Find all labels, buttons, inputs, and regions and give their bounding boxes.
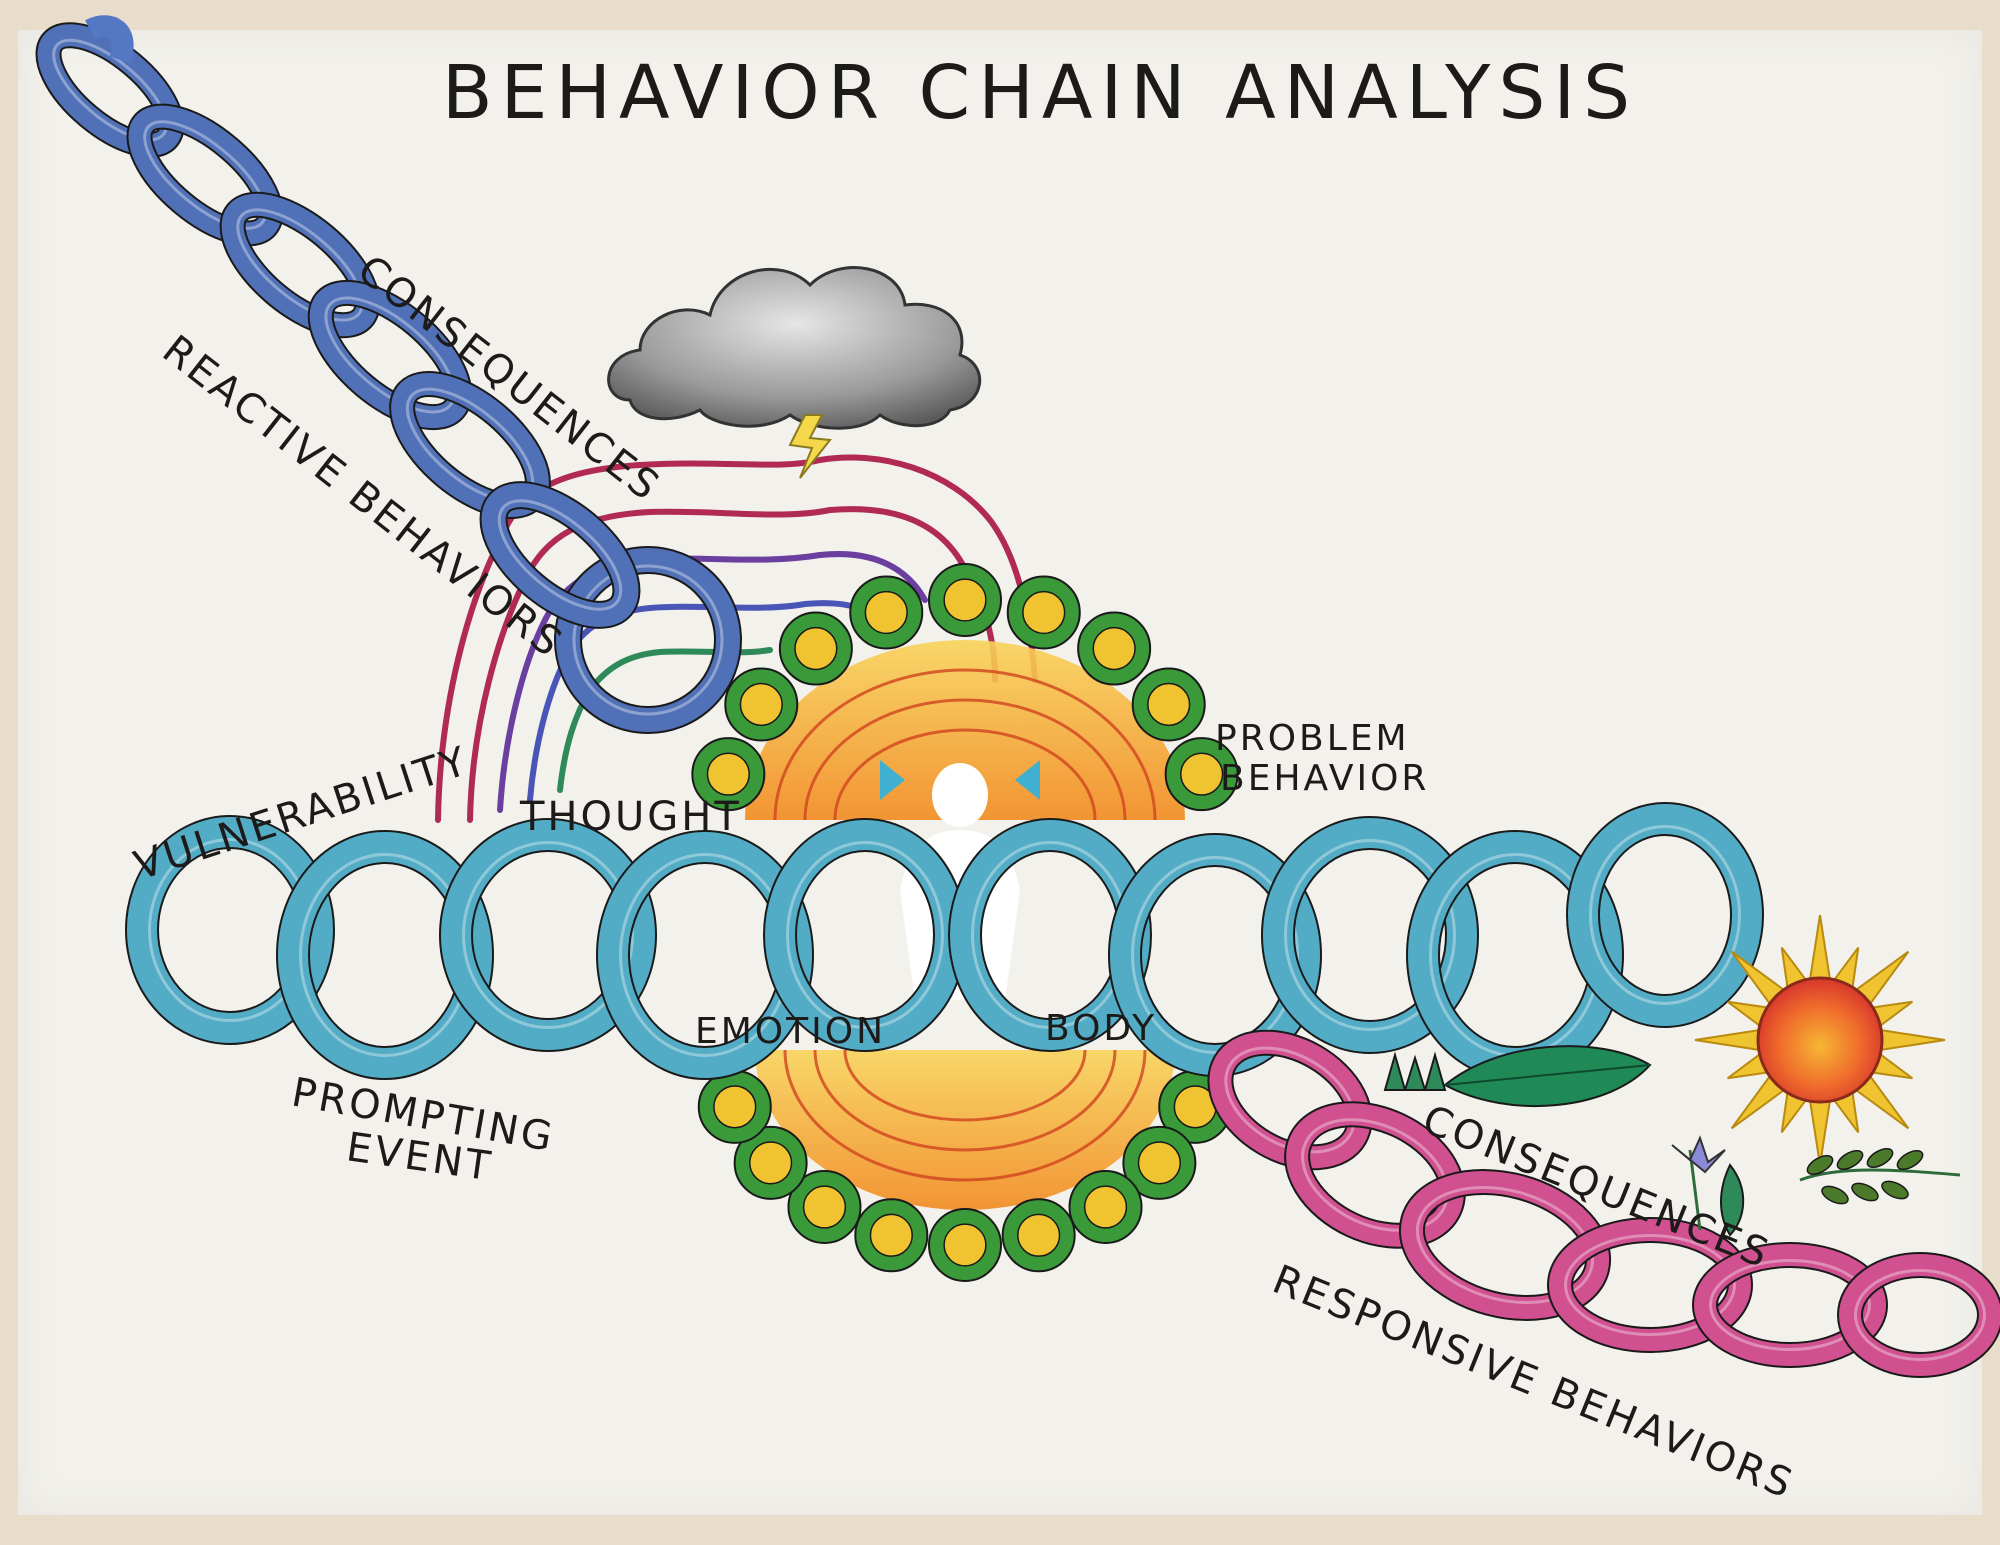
bead: [724, 667, 799, 742]
label-thought: THOUGHT: [519, 794, 742, 840]
chain-link: [1207, 1029, 1373, 1171]
bead: [1131, 667, 1206, 742]
lightning-bolt-icon: [788, 414, 832, 479]
storm-cloud-icon: [607, 266, 982, 430]
emotion-burst-top: [745, 640, 1185, 821]
label-body: BODY: [1045, 1008, 1157, 1049]
sprout-icon: [1383, 1051, 1447, 1091]
chain-link: [219, 191, 381, 339]
chain-link: [479, 481, 641, 629]
bead: [854, 1198, 929, 1273]
bead: [928, 563, 1002, 637]
label-emotion: EMOTION: [695, 1011, 886, 1052]
chain-link: [1566, 802, 1764, 1028]
chain-link: [307, 279, 473, 431]
chain-link: [126, 103, 284, 247]
bead: [1068, 1170, 1143, 1245]
sun-icon: [1694, 914, 1946, 1166]
bead: [778, 611, 853, 686]
reactive-behaviors-chain: [35, 15, 742, 734]
chain-link: [1837, 1252, 2000, 1378]
bead: [1006, 575, 1081, 650]
bead: [733, 1125, 808, 1200]
bead: [1077, 611, 1152, 686]
chain-link: [1284, 1101, 1466, 1249]
bead: [1001, 1198, 1076, 1273]
label-problem-line1: PROBLEM: [1215, 718, 1410, 759]
chain-link: [1261, 816, 1479, 1054]
page-title: BEHAVIOR CHAIN ANALYSIS: [442, 50, 1638, 136]
chain-link: [35, 22, 185, 158]
chain-link: [1547, 1217, 1753, 1353]
flower-icon: [1671, 1135, 1961, 1237]
emotion-burst-bottom: [755, 1049, 1175, 1210]
chain-link: [1398, 1169, 1612, 1321]
bead: [697, 1069, 772, 1144]
responsive-behaviors-chain: [1207, 1029, 2000, 1378]
bead: [849, 575, 924, 650]
bead: [787, 1170, 862, 1245]
bead: [1164, 737, 1239, 812]
bead: [1122, 1125, 1197, 1200]
bead: [928, 1208, 1002, 1282]
chain-link: [554, 546, 742, 734]
label-problem-line2: BEHAVIOR: [1220, 758, 1429, 799]
bead-ring-top: [691, 563, 1239, 812]
bead-ring-bottom: [697, 1069, 1233, 1282]
bead: [691, 737, 766, 812]
chain-link: [1692, 1242, 1888, 1368]
chain-link: [439, 818, 657, 1052]
leaf-icon: [1443, 1045, 1652, 1107]
